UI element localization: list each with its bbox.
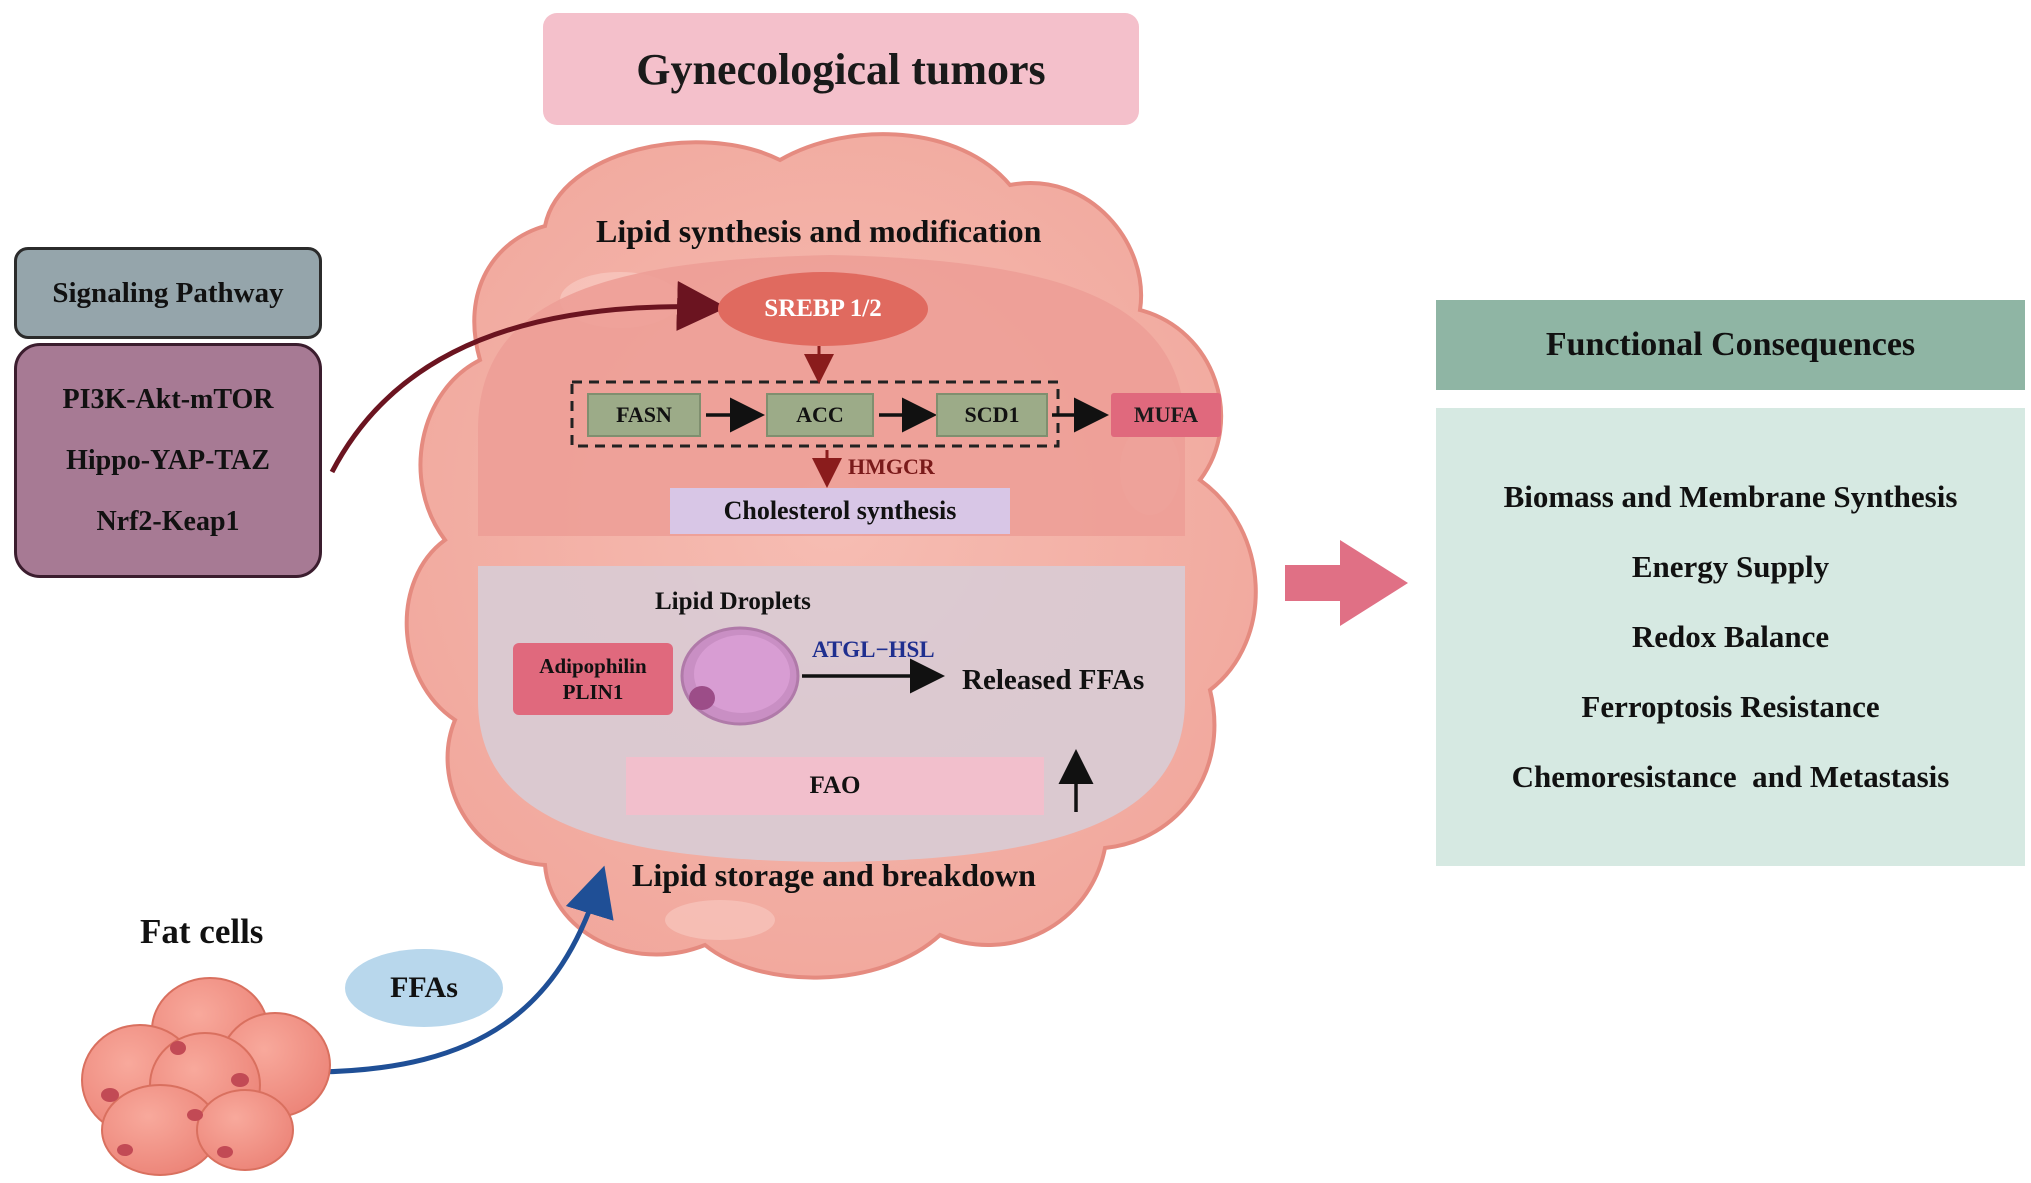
consequence-item: Biomass and Membrane Synthesis: [1503, 479, 1958, 514]
enzyme-scd1: SCD1: [936, 393, 1048, 437]
consequence-item: Energy Supply: [1631, 549, 1830, 584]
outcome-arrow: [1285, 540, 1408, 626]
fao-node: FAO: [626, 757, 1044, 815]
lipid-droplets-label: Lipid Droplets: [655, 588, 811, 615]
released-ffas-label: Released FFAs: [962, 664, 1145, 696]
srebp-node: SREBP 1/2: [718, 272, 928, 346]
signaling-list: PI3K-Akt-mTOR Hippo-YAP-TAZ Nrf2-Keap1: [14, 343, 322, 578]
hmgcr-label: HMGCR: [848, 454, 935, 479]
fat-cells-shape: [81, 977, 331, 1176]
adipophilin-label: Adipophilin: [539, 654, 647, 678]
ffas-node: FFAs: [345, 949, 503, 1027]
cholesterol-node: Cholesterol synthesis: [670, 488, 1010, 534]
signaling-item: PI3K-Akt-mTOR: [62, 384, 274, 415]
lipid-droplet-shape: [680, 626, 800, 726]
enzyme-acc: ACC: [766, 393, 874, 437]
consequence-item: Chemoresistance and Metastasis: [1511, 759, 1950, 794]
signaling-header: Signaling Pathway: [14, 247, 322, 339]
consequences-list: Biomass and Membrane Synthesis Energy Su…: [1436, 408, 2025, 866]
consequence-item: Redox Balance: [1631, 619, 1830, 654]
synthesis-title: Lipid synthesis and modification: [596, 213, 1042, 249]
mufa-node: MUFA: [1111, 393, 1221, 437]
coat-protein-box: Adipophilin PLIN1: [513, 643, 673, 715]
page-title: Gynecological tumors: [543, 13, 1139, 125]
lipase-label: ATGL−HSL: [812, 637, 935, 662]
signaling-item: Hippo-YAP-TAZ: [66, 445, 270, 476]
fat-cells-label: Fat cells: [140, 912, 264, 951]
consequence-item: Ferroptosis Resistance: [1581, 689, 1880, 724]
plin1-label: PLIN1: [562, 680, 624, 704]
consequences-header: Functional Consequences: [1436, 300, 2025, 390]
signaling-item: Nrf2-Keap1: [96, 506, 240, 537]
storage-title: Lipid storage and breakdown: [632, 857, 1036, 893]
enzyme-fasn: FASN: [587, 393, 701, 437]
